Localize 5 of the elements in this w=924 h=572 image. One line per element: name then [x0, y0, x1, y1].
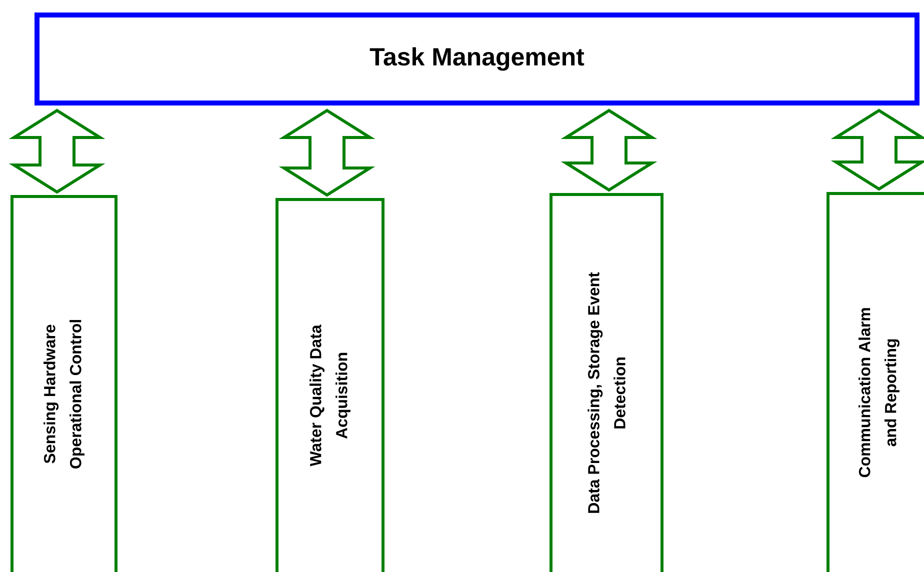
module-box: Water Quality Data Acquisition — [276, 198, 384, 572]
module-box: Communication Alarm and Reporting — [826, 192, 924, 572]
module-box: Data Processing, Storage Event Detection — [550, 193, 664, 572]
title-box: Task Management — [34, 12, 920, 106]
module-box: Sensing Hardware Operational Control — [10, 195, 118, 572]
